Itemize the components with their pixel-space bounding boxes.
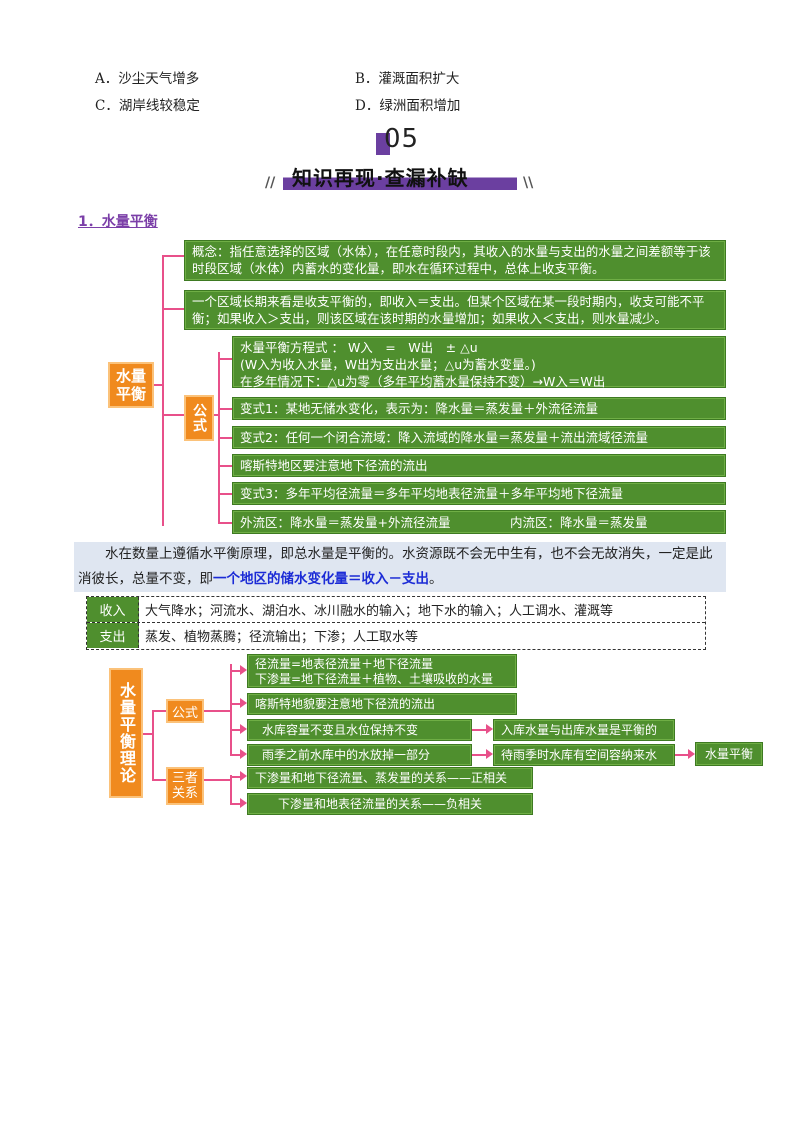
formula-main-line1: 水量平衡方程式 ： W入 = W出 ± △u (240, 340, 478, 355)
connector-karst (218, 465, 232, 467)
connector-reservoir-result (472, 729, 488, 731)
connector-v1 (218, 408, 232, 410)
variant3-box: 变式3：多年平均径流量＝多年平均地表径流量＋多年平均地下径流量 (232, 482, 726, 505)
formula-node-label: 公式 (191, 403, 207, 433)
connector-t2-formula-out (204, 710, 230, 712)
variant1-box: 变式1：某地无储水变化，表示为：降水量＝蒸发量＋外流径流量 (232, 397, 726, 420)
arrow-head (240, 749, 247, 759)
karst-box: 喀斯特地区要注意地下径流的流出 (232, 454, 726, 477)
formula-node: 公式 (184, 395, 214, 441)
t2-three-node: 三者关系 (166, 767, 204, 805)
table-row-value: 大气降水；河流水、湖泊水、冰川融水的输入；地下水的输入；人工调水、灌溉等 (145, 604, 614, 619)
connector-v3 (218, 493, 232, 495)
connector-v2 (218, 437, 232, 439)
endoreic-region: 内流区：降水量＝蒸发量 (510, 514, 648, 530)
long-term-box: 一个区域长期来看是收支平衡的，即收入＝支出。但某个区域在某一段时期内，收支可能不… (184, 290, 726, 330)
formula-main-line3: 在多年情况下：△u为零（多年平均蓄水量保持不变）→W入＝W出 (240, 374, 606, 389)
connector-t2-formula-trunk (230, 664, 232, 756)
section-number-bar (376, 133, 390, 155)
section-left-mark: // (265, 175, 276, 191)
section-number: 05 (384, 124, 420, 154)
rain-result-box: 待雨季时水库有空间容纳来水 (493, 744, 675, 766)
connector-formula (162, 414, 184, 416)
option-a: A．沙尘天气增多 (95, 71, 200, 87)
reservoir-box: 水库容量不变且水位保持不变 (247, 719, 472, 741)
income-expense-table: 收入 大气降水；河流水、湖泊水、冰川融水的输入；地下水的输入；人工调水、灌溉等 … (86, 596, 706, 650)
table-row: 收入 大气降水；河流水、湖泊水、冰川融水的输入；地下水的输入；人工调水、灌溉等 (87, 597, 705, 623)
table-row: 支出 蒸发、植物蒸腾；径流输出；下渗；人工取水等 (87, 623, 705, 648)
root-node: 水量平衡 (108, 362, 154, 408)
variant2-box: 变式2：任何一个闭合流域：降入流域的降水量＝蒸发量＋流出流域径流量 (232, 426, 726, 449)
connector-main (218, 358, 232, 360)
connector-concept (162, 255, 184, 257)
exoreic-region: 外流区：降水量＝蒸发量+外流径流量 (240, 514, 451, 530)
option-b: B．灌溉面积扩大 (355, 71, 460, 87)
relation-positive-box: 下渗量和地下径流量、蒸发量的关系——正相关 (247, 767, 533, 789)
table-row-value: 蒸发、植物蒸腾；径流输出；下渗；人工取水等 (145, 630, 419, 645)
option-d: D．绿洲面积增加 (355, 98, 461, 114)
arrow-head (240, 798, 247, 808)
reservoir-result-box: 入库水量与出库水量是平衡的 (493, 719, 675, 741)
paragraph-end: 。 (429, 571, 443, 587)
concept-box: 概念：指任意选择的区域（水体），在任意时段内，其收入的水量与支出的水量之间差额等… (184, 240, 726, 281)
table-row-label: 收入 (87, 597, 139, 622)
paragraph-highlight: 一个地区的储水变化量＝收入－支出 (213, 571, 429, 587)
section-right-mark: \\ (523, 175, 534, 191)
connector-t2-trunk (152, 710, 154, 780)
relation-negative-box: 下渗量和地表径流量的关系——负相关 (247, 793, 533, 815)
connector-t2-rain (230, 754, 242, 756)
connector-t2-runoff (230, 670, 242, 672)
connector-t2-formula (152, 710, 166, 712)
t2-three-node-label: 三者关系 (171, 771, 198, 801)
connector-t2-root (143, 733, 153, 735)
t2-karst-box: 喀斯特地貌要注意地下径流的流出 (247, 693, 517, 715)
arrow-head (240, 771, 247, 781)
connector-t2-three-out (204, 779, 230, 781)
runoff-line2: 下渗量=地下径流量＋植物、土壤吸收的水量 (255, 672, 494, 686)
connector-balance (675, 754, 689, 756)
t2-root-node: 水量平衡理论 (109, 668, 143, 798)
runoff-line1: 径流量=地表径流量＋地下径流量 (255, 657, 434, 671)
table-row-label: 支出 (87, 623, 139, 648)
arrow-head (240, 698, 247, 708)
section-title-bg (283, 162, 517, 190)
connector-longterm (162, 308, 184, 310)
connector-formula-out (212, 414, 220, 416)
connector-regions (218, 522, 232, 524)
connector-t2-karst (230, 703, 242, 705)
balance-box: 水量平衡 (695, 742, 763, 766)
connector-t2-three (152, 779, 166, 781)
arrow-head (240, 665, 247, 675)
connector-t2-reservoir (230, 729, 242, 731)
arrow-head (688, 749, 695, 759)
regions-box: 外流区：降水量＝蒸发量+外流径流量 内流区：降水量＝蒸发量 (232, 510, 726, 534)
arrow-head (240, 724, 247, 734)
t2-formula-node: 公式 (166, 699, 204, 723)
option-c: C．湖岸线较稳定 (95, 98, 200, 114)
connector-rain-result (472, 754, 488, 756)
topic1-heading: 1．水量平衡 (78, 214, 158, 230)
arrow-head (486, 724, 493, 734)
rain-box: 雨季之前水库中的水放掉一部分 (247, 744, 472, 766)
water-balance-paragraph: 水在数量上遵循水平衡原理，即总水量是平衡的。水资源既不会无中生有，也不会无故消失… (74, 542, 726, 592)
connector-root (152, 384, 164, 386)
formula-main-line2: (W入为收入水量，W出为支出水量；△u为蓄水变量。) (240, 357, 536, 372)
connector-trunk (162, 255, 164, 526)
arrow-head (486, 749, 493, 759)
formula-main-box: 水量平衡方程式 ： W入 = W出 ± △u (W入为收入水量，W出为支出水量；… (232, 336, 726, 389)
paragraph-text: 水在数量上遵循水平衡原理，即总水量是平衡的。水资源既不会无中生有，也不会无故消失… (78, 546, 713, 587)
section-title: 知识再现·查漏补缺 (292, 166, 469, 190)
t2-root-node-label: 水量平衡理论 (117, 682, 136, 784)
runoff-box: 径流量=地表径流量＋地下径流量 下渗量=地下径流量＋植物、土壤吸收的水量 (247, 654, 517, 688)
connector-t2-neg (230, 803, 242, 805)
root-node-label: 水量平衡 (115, 367, 146, 403)
connector-t2-three-trunk (230, 775, 232, 805)
connector-t2-pos (230, 776, 242, 778)
